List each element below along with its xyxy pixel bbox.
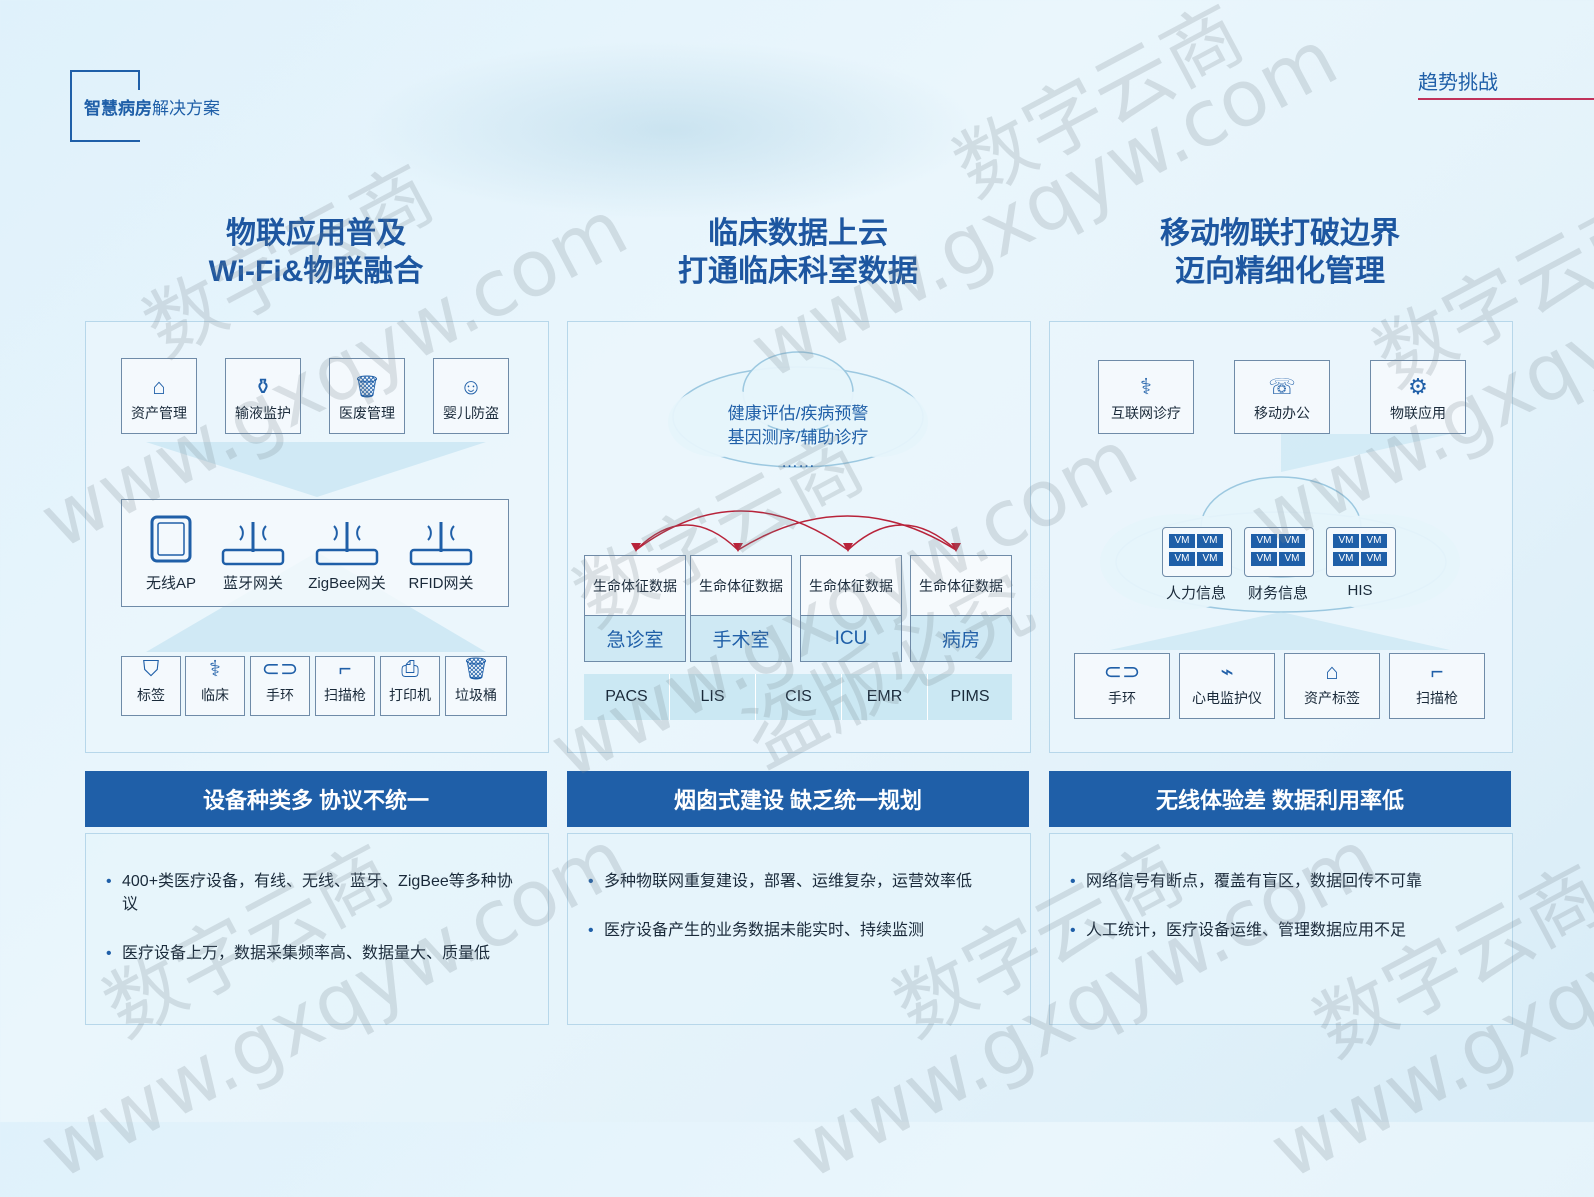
house-yen-icon: ⌂ bbox=[152, 374, 166, 399]
vital-data-emergency: 生命体征数据 bbox=[584, 555, 686, 617]
arrow-heads bbox=[631, 543, 961, 552]
clinical-systems-bar: PACS LIS CIS EMR PIMS bbox=[584, 674, 1012, 720]
service-his: HIS bbox=[1347, 582, 1373, 599]
cloud-services: 健康评估/疾病预警 基因测序/辅助诊疗 …… bbox=[727, 404, 869, 471]
device-asset-tag: ⌂资产标签 bbox=[1284, 653, 1380, 719]
device-tag: ⛉标签 bbox=[121, 656, 181, 716]
background-glow bbox=[360, 40, 980, 220]
service-hr-info: 人力信息 bbox=[1165, 585, 1226, 602]
department-icu: ICU bbox=[800, 615, 902, 662]
iv-bag-icon: ⚱ bbox=[253, 374, 273, 399]
scanner-gun-icon: ⌐ bbox=[1430, 659, 1444, 684]
app-iot-application: ⚙物联应用 bbox=[1370, 360, 1466, 434]
challenge-banner-3: 无线体验差 数据利用率低 bbox=[1049, 771, 1511, 827]
challenge-detail-2: 多种物联网重复建设，部署、运维复杂，运营效率低 医疗设备产生的业务数据未能实时、… bbox=[567, 833, 1031, 1025]
service-finance-info: 财务信息 bbox=[1247, 585, 1308, 602]
cloud-shape bbox=[668, 351, 928, 468]
vital-data-icu: 生命体征数据 bbox=[800, 555, 902, 617]
bullet-item: 多种物联网重复建设，部署、运维复杂，运营效率低 bbox=[588, 870, 1004, 893]
printer-icon: ⎙ bbox=[401, 656, 419, 681]
app-medical-waste: 🗑医废管理 bbox=[329, 358, 405, 434]
device-scanner: ⌐扫描枪 bbox=[315, 656, 375, 716]
scanner-gun-icon: ⌐ bbox=[338, 656, 352, 681]
vital-data-surgery: 生命体征数据 bbox=[690, 555, 792, 617]
column-2-title: 临床数据上云打通临床科室数据 bbox=[678, 217, 918, 288]
data-flow-arrows bbox=[635, 510, 957, 551]
router-icon bbox=[409, 522, 473, 566]
app-asset-management: ⌂资产管理 bbox=[121, 358, 197, 434]
router-icon bbox=[221, 522, 285, 566]
gateway-rfid: RFID网关 bbox=[396, 514, 486, 593]
router-icon bbox=[315, 522, 379, 566]
challenge-banner-1: 设备种类多 协议不统一 bbox=[85, 771, 547, 827]
trash-icon: 🗑 bbox=[462, 656, 490, 681]
ecg-monitor-icon: ⌁ bbox=[1220, 659, 1234, 684]
system-emr: EMR bbox=[842, 674, 928, 720]
system-pims: PIMS bbox=[950, 688, 990, 705]
app-mobile-office: ☏移动办公 bbox=[1234, 360, 1330, 434]
challenge-banner-2: 烟囱式建设 缺乏统一规划 bbox=[567, 771, 1029, 827]
department-surgery: 手术室 bbox=[690, 615, 792, 662]
bullet-item: 网络信号有断点，覆盖有盲区，数据回传不可靠 bbox=[1070, 870, 1486, 893]
gateway-wireless-ap: 无线AP bbox=[126, 514, 216, 593]
system-pacs: PACS bbox=[584, 674, 670, 720]
system-cis: CIS bbox=[756, 674, 842, 720]
device-scanner: ⌐扫描枪 bbox=[1389, 653, 1485, 719]
device-printer: ⎙打印机 bbox=[380, 656, 440, 716]
tag-icon: ⛉ bbox=[142, 656, 160, 681]
section-tagline: 趋势挑战 bbox=[1418, 72, 1498, 94]
wristband-icon: ⊂⊃ bbox=[261, 656, 299, 681]
gateway-group: 无线AP 蓝牙网关 ZigBee网关 RFID网关 bbox=[121, 499, 509, 607]
hospital-bed-icon: ⚕ bbox=[209, 656, 221, 681]
department-ward: 病房 bbox=[910, 615, 1012, 662]
device-wristband: ⊂⊃手环 bbox=[250, 656, 310, 716]
challenge-detail-1: 400+类医疗设备，有线、无线、蓝牙、ZigBee等多种协议 医疗设备上万，数据… bbox=[85, 833, 549, 1025]
access-point-icon bbox=[150, 515, 192, 563]
bullet-item: 医疗设备产生的业务数据未能实时、持续监测 bbox=[588, 919, 1004, 942]
gateway-bluetooth: 蓝牙网关 bbox=[208, 514, 298, 593]
app-internet-consultation: ⚕互联网诊疗 bbox=[1098, 360, 1194, 434]
panel-2-diagram bbox=[631, 351, 961, 552]
device-ecg-monitor: ⌁心电监护仪 bbox=[1179, 653, 1275, 719]
panel-iot-fusion: ⌂资产管理 ⚱输液监护 🗑医废管理 ☺婴儿防盗 无线AP 蓝牙网关 ZigBee… bbox=[85, 321, 549, 753]
wristband-icon: ⊂⊃ bbox=[1103, 659, 1141, 684]
department-emergency: 急诊室 bbox=[584, 615, 686, 662]
brand-frame bbox=[70, 70, 140, 142]
app-infusion-monitor: ⚱输液监护 bbox=[225, 358, 301, 434]
challenge-detail-3: 网络信号有断点，覆盖有盲区，数据回传不可靠 人工统计，医疗设备运维、管理数据应用… bbox=[1049, 833, 1513, 1025]
video-meeting-icon: ☏ bbox=[1268, 374, 1296, 399]
watermark: 数字云商 bbox=[940, 0, 1259, 216]
bullet-item: 人工统计，医疗设备运维、管理数据应用不足 bbox=[1070, 919, 1486, 942]
device-trash-bin: 🗑垃圾桶 bbox=[445, 656, 507, 716]
column-3-title: 移动物联打破边界迈向精细化管理 bbox=[1160, 217, 1400, 288]
bullet-item: 医疗设备上万，数据采集频率高、数据量大、质量低 bbox=[106, 942, 522, 965]
tagline-underline bbox=[1418, 98, 1594, 100]
brand-title: 智慧病房解决方案 bbox=[84, 99, 220, 118]
gateway-zigbee: ZigBee网关 bbox=[302, 514, 392, 593]
trash-icon: 🗑 bbox=[353, 374, 381, 399]
bullet-item: 400+类医疗设备，有线、无线、蓝牙、ZigBee等多种协议 bbox=[106, 870, 522, 916]
doctor-desk-icon: ⚕ bbox=[1140, 374, 1152, 399]
house-yen-icon: ⌂ bbox=[1325, 659, 1339, 684]
vital-data-ward: 生命体征数据 bbox=[910, 555, 1012, 617]
system-lis: LIS bbox=[670, 674, 756, 720]
app-infant-security: ☺婴儿防盗 bbox=[433, 358, 509, 434]
panel-clinical-cloud: 健康评估/疾病预警 基因测序/辅助诊疗 …… 生命体征数据 生命体征数据 生命体… bbox=[567, 321, 1031, 753]
baby-icon: ☺ bbox=[459, 374, 483, 399]
device-wristband: ⊂⊃手环 bbox=[1074, 653, 1170, 719]
device-clinical-bed: ⚕临床 bbox=[185, 656, 245, 716]
network-nodes-icon: ⚙ bbox=[1408, 374, 1428, 399]
